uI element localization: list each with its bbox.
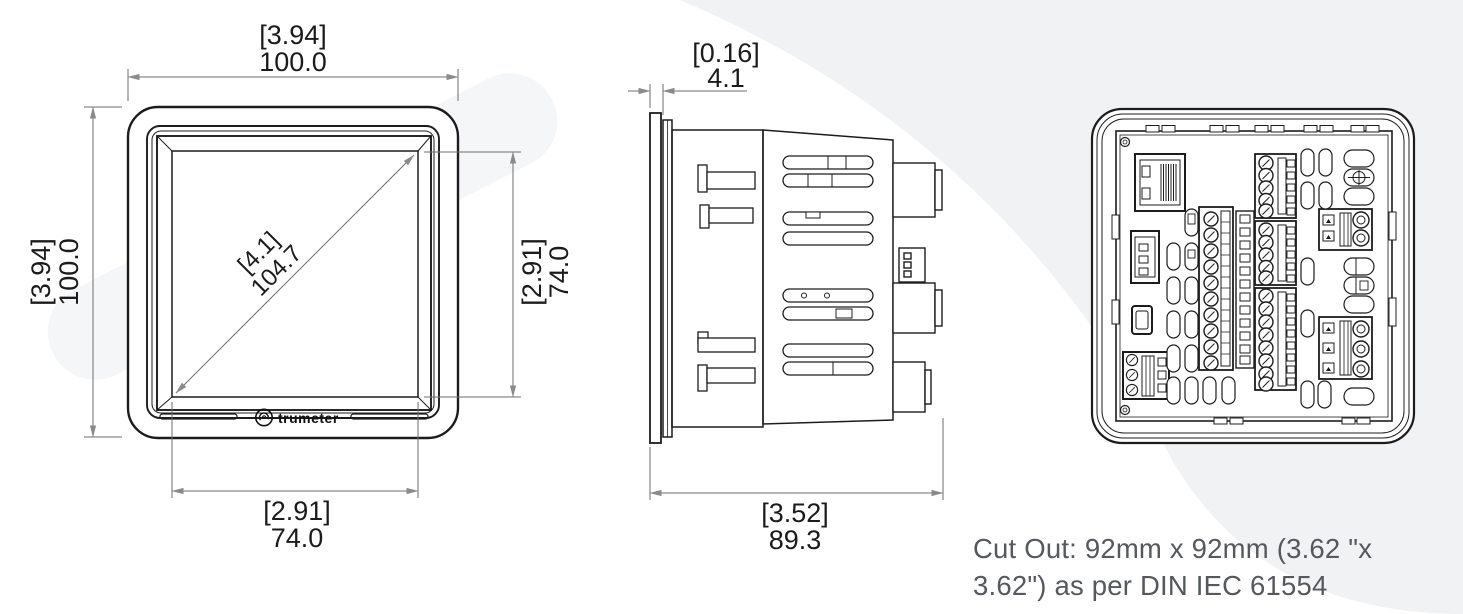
dim-front-width-mm: 100.0 bbox=[259, 47, 327, 77]
dim-display-width-in: [2.91] bbox=[263, 496, 331, 526]
dim-display-height-mm: 74.0 bbox=[544, 246, 574, 299]
dim-display-height-in: [2.91] bbox=[517, 238, 547, 306]
rear-view bbox=[1090, 107, 1416, 445]
front-view-dimensions: [3.94] 100.0 [3.94] 100.0 [2.91] 74.0 [2… bbox=[26, 20, 574, 553]
dim-bezel-in: [0.16] bbox=[692, 38, 760, 68]
rear-vent-slots bbox=[1166, 148, 1375, 409]
dim-bezel-mm: 4.1 bbox=[707, 63, 745, 93]
io-terminal-strip bbox=[1198, 206, 1234, 371]
front-slot-left bbox=[159, 413, 238, 420]
trumeter-logo-text: trumeter bbox=[278, 410, 339, 426]
dim-front-height-in: [3.94] bbox=[26, 238, 56, 306]
relay-terminal-block-1 bbox=[1318, 208, 1373, 251]
side-terminal-blocks bbox=[892, 162, 943, 413]
cutout-note-line-2: 3.62") as per DIN IEC 61554 bbox=[973, 570, 1328, 601]
cutout-note-line-1: Cut Out: 92mm x 92mm (3.62 "x bbox=[973, 533, 1373, 564]
front-frame-outer bbox=[146, 125, 440, 419]
side-mounting-clips bbox=[697, 164, 756, 392]
rear-panel-tabs bbox=[1111, 125, 1397, 425]
side-body bbox=[762, 129, 894, 425]
ethernet-rj45-port bbox=[1134, 153, 1186, 212]
side-vent-slots bbox=[782, 155, 874, 376]
pin-header-strip bbox=[1235, 210, 1255, 369]
cutout-note: Cut Out: 92mm x 92mm (3.62 "x 3.62") as … bbox=[973, 530, 1463, 604]
usb-a-port bbox=[1130, 230, 1160, 284]
side-view bbox=[649, 112, 943, 444]
relay-terminal-block-2 bbox=[1318, 316, 1373, 380]
side-bezel-plate bbox=[649, 112, 662, 444]
side-view-dimensions: [0.16] 4.1 [3.52] 89.3 bbox=[628, 38, 944, 555]
dim-front-width-in: [3.94] bbox=[259, 20, 327, 50]
trumeter-logo-icon bbox=[255, 408, 273, 427]
rear-panel bbox=[1115, 130, 1393, 422]
front-frame-inner bbox=[151, 130, 435, 414]
dim-display-width-mm: 74.0 bbox=[271, 523, 324, 553]
mini-usb-port bbox=[1131, 305, 1153, 335]
center-terminal-blocks bbox=[1254, 153, 1297, 392]
dim-front-height-mm: 100.0 bbox=[54, 238, 84, 306]
front-display bbox=[171, 150, 419, 398]
front-slot-right bbox=[350, 413, 429, 420]
rear-screws bbox=[1119, 136, 1131, 416]
front-display-bevel bbox=[156, 135, 432, 411]
front-bevel-corners bbox=[156, 135, 432, 411]
power-terminal-block bbox=[1122, 351, 1170, 400]
dim-depth-in: [3.52] bbox=[761, 498, 829, 528]
dim-depth-mm: 89.3 bbox=[769, 525, 822, 555]
